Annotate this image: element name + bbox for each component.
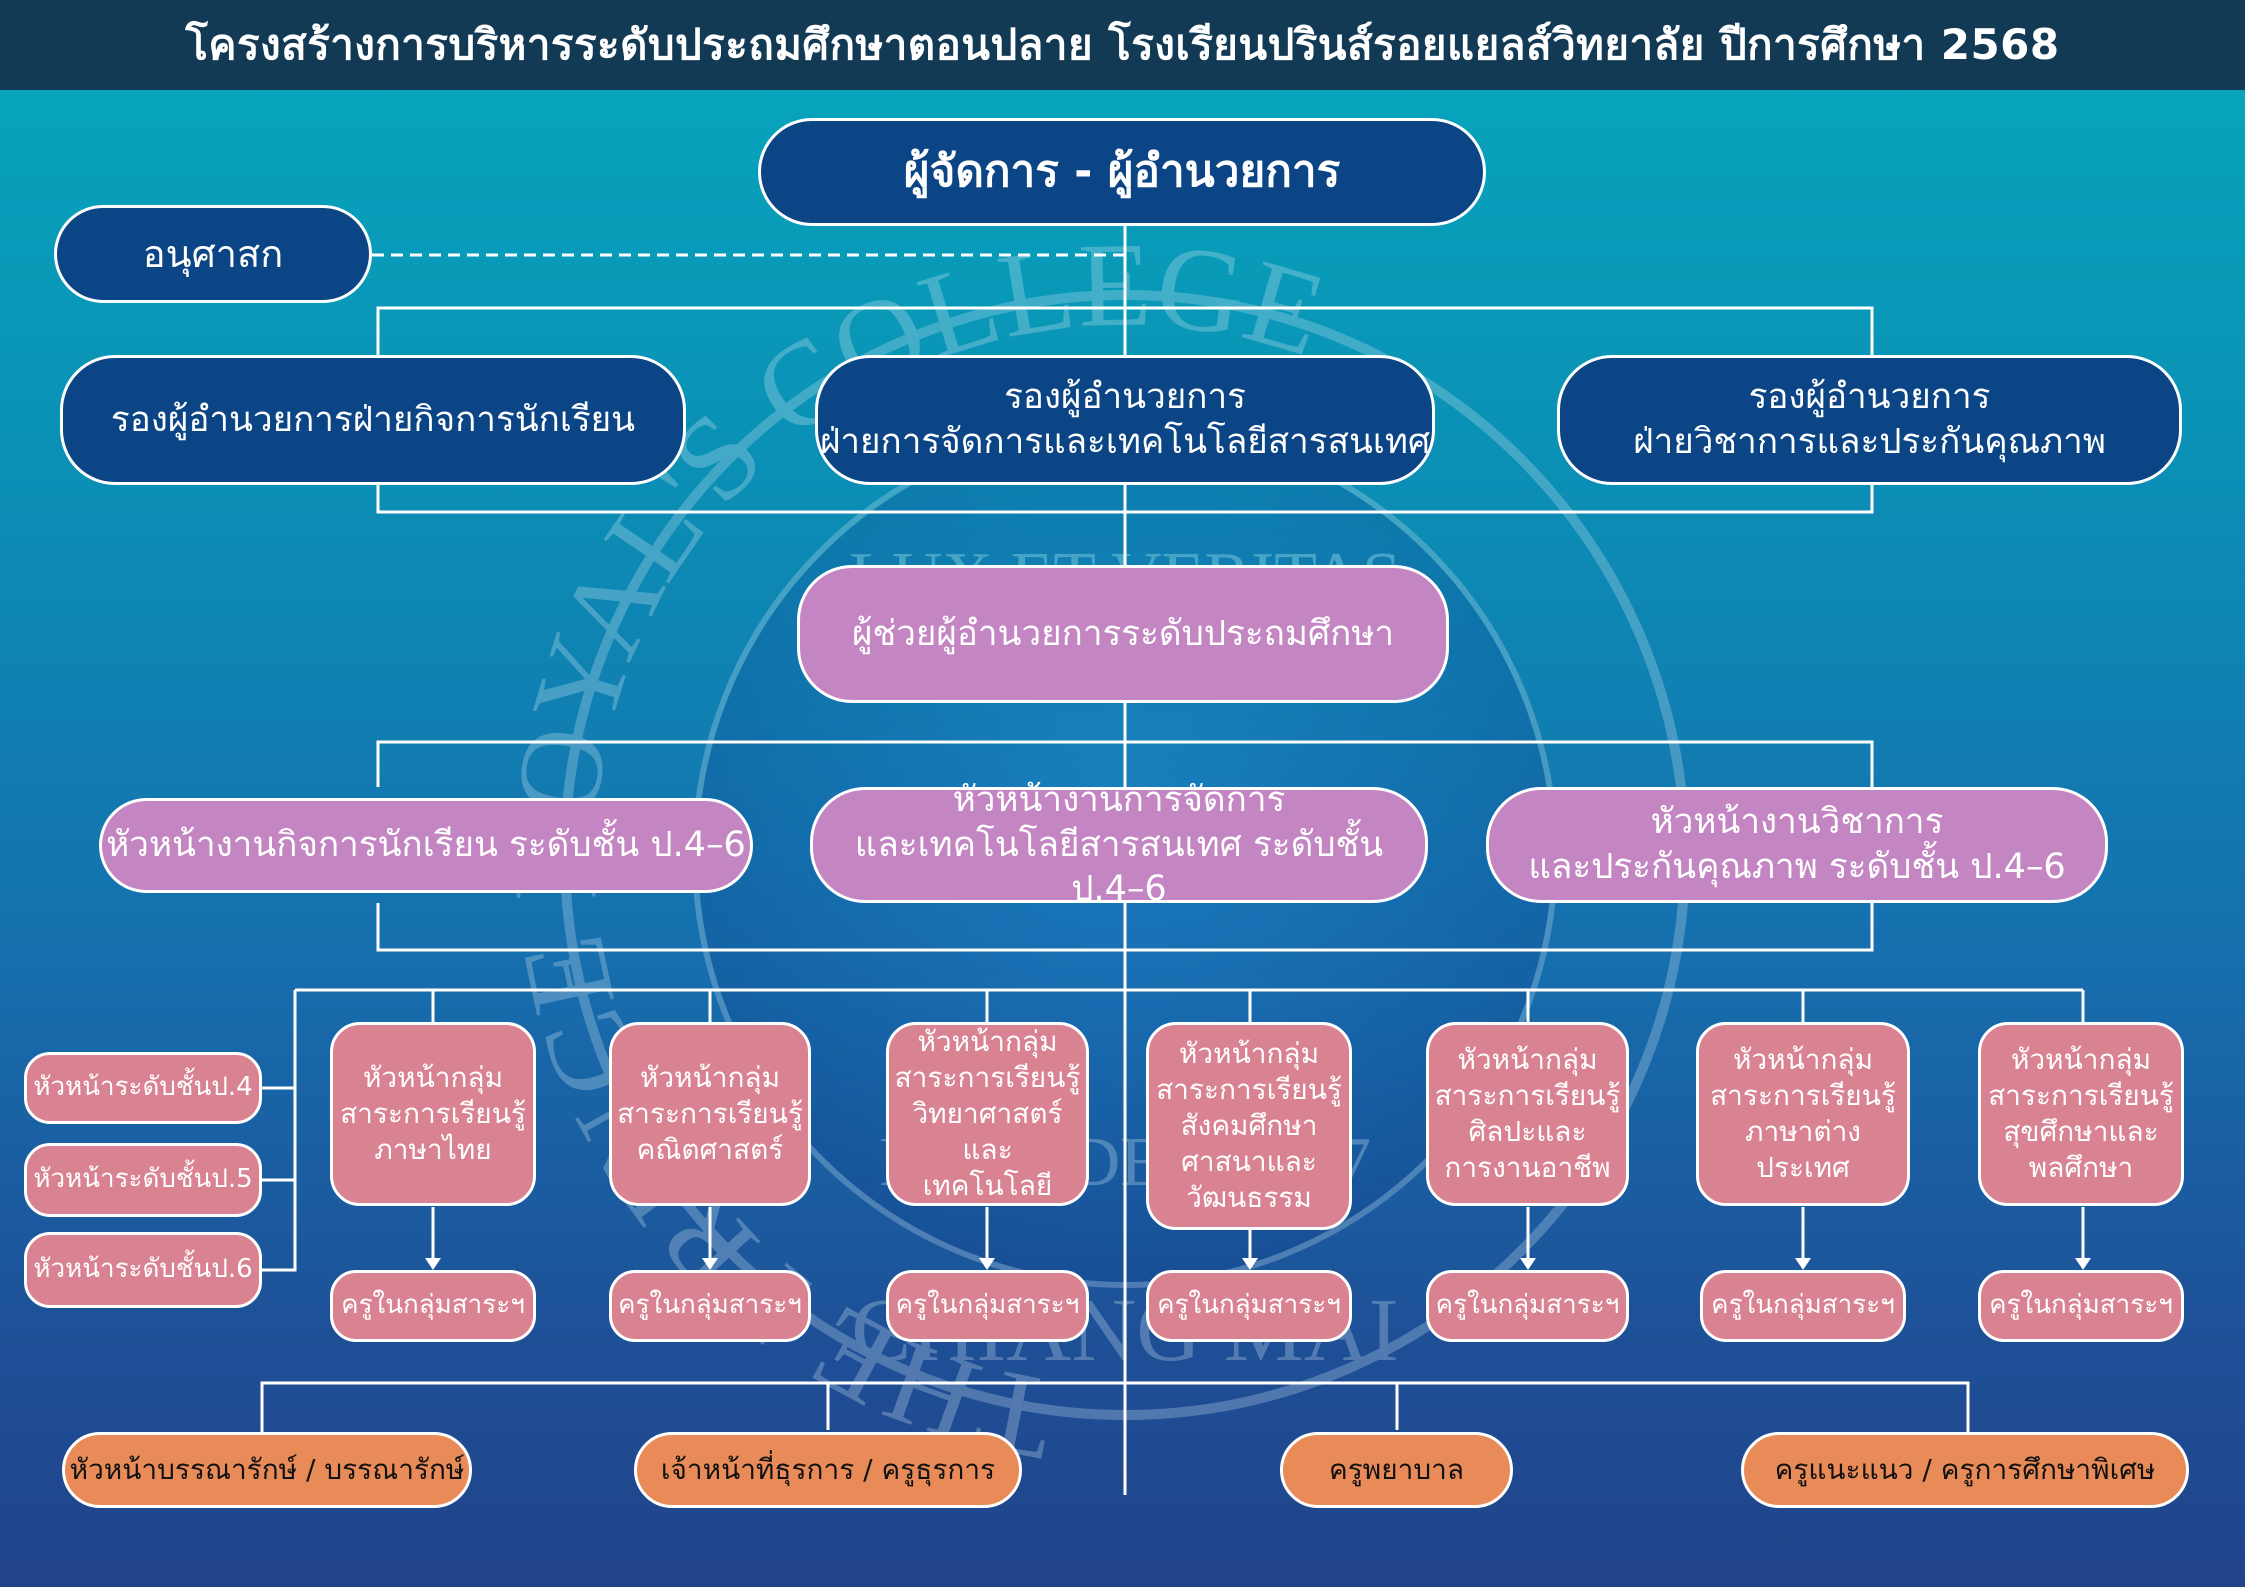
deputy-academic-line1: รองผู้อำนวยการ	[1748, 377, 1991, 418]
deputy-academic-line2: ฝ่ายวิชาการและประกันคุณภาพ	[1633, 422, 2106, 462]
deputy-student-affairs-box: รองผู้อำนวยการฝ่ายกิจการนักเรียน	[60, 355, 686, 485]
teachers-math-box: ครูในกลุ่มสาระฯ	[609, 1270, 811, 1342]
subject-social-line1: หัวหน้ากลุ่ม	[1178, 1037, 1320, 1071]
chaplain-box: อนุศาสก	[54, 205, 372, 303]
teachers-math-label: ครูในกลุ่มสาระฯ	[618, 1290, 802, 1321]
teachers-thai-box: ครูในกลุ่มสาระฯ	[330, 1270, 536, 1342]
subject-foreign-language-box: หัวหน้ากลุ่ม สาระการเรียนรู้ ภาษาต่างประ…	[1696, 1022, 1910, 1206]
assistant-director-label: ผู้ช่วยผู้อำนวยการระดับประถมศึกษา	[851, 613, 1395, 654]
subject-arts-line2: สาระการเรียนรู้	[1434, 1079, 1621, 1113]
teachers-thai-label: ครูในกลุ่มสาระฯ	[341, 1290, 525, 1321]
grade-head-p4-box: หัวหน้าระดับชั้นป.4	[24, 1052, 262, 1124]
subject-science-line3: วิทยาศาสตร์และ	[912, 1097, 1063, 1166]
subject-arts-line1: หัวหน้ากลุ่ม	[1457, 1043, 1598, 1077]
title-bar: โครงสร้างการบริหารระดับประถมศึกษาตอนปลาย…	[0, 0, 2245, 90]
deputy-student-affairs-label: รองผู้อำนวยการฝ่ายกิจการนักเรียน	[110, 399, 636, 440]
subject-science-line1: หัวหน้ากลุ่ม	[917, 1025, 1058, 1059]
subject-math-line1: หัวหน้ากลุ่ม	[639, 1061, 781, 1095]
subject-thai-line3: ภาษาไทย	[374, 1132, 492, 1166]
teachers-social-label: ครูในกลุ่มสาระฯ	[1157, 1290, 1341, 1321]
teachers-foreign-language-box: ครูในกลุ่มสาระฯ	[1700, 1270, 1906, 1342]
head-management-line1: หัวหน้างานการจัดการ	[952, 779, 1286, 820]
nurse-label: ครูพยาบาล	[1328, 1453, 1464, 1487]
head-academic-line2: และประกันคุณภาพ ระดับชั้น ป.4–6	[1528, 847, 2066, 887]
page-title: โครงสร้างการบริหารระดับประถมศึกษาตอนปลาย…	[185, 20, 2060, 69]
counselor-box: ครูแนะแนว / ครูการศึกษาพิเศษ	[1741, 1432, 2189, 1508]
teachers-arts-label: ครูในกลุ่มสาระฯ	[1435, 1290, 1620, 1321]
subject-social-line4: ศาสนาและ	[1181, 1144, 1317, 1178]
head-management-line2: และเทคโนโลยีสารสนเทศ ระดับชั้น ป.4–6	[854, 824, 1384, 910]
subject-science-box: หัวหน้ากลุ่ม สาระการเรียนรู้ วิทยาศาสตร์…	[886, 1022, 1089, 1206]
head-management-box: หัวหน้างานการจัดการ และเทคโนโลยีสารสนเทศ…	[810, 780, 1428, 909]
director-box: ผู้จัดการ - ผู้อำนวยการ	[758, 118, 1486, 226]
subject-health-pe-box: หัวหน้ากลุ่ม สาระการเรียนรู้ สุขศึกษาและ…	[1978, 1022, 2184, 1206]
teachers-science-box: ครูในกลุ่มสาระฯ	[886, 1270, 1089, 1342]
subject-social-line2: สาระการเรียนรู้	[1156, 1073, 1342, 1107]
subject-math-box: หัวหน้ากลุ่ม สาระการเรียนรู้ คณิตศาสตร์	[609, 1022, 811, 1206]
director-label: ผู้จัดการ - ผู้อำนวยการ	[903, 145, 1341, 197]
admin-staff-label: เจ้าหน้าที่ธุรการ / ครูธุรการ	[660, 1453, 996, 1487]
grade-head-p6-label: หัวหน้าระดับชั้นป.6	[33, 1254, 253, 1285]
subject-math-line2: สาระการเรียนรู้	[617, 1097, 803, 1131]
nurse-box: ครูพยาบาล	[1280, 1432, 1513, 1508]
deputy-academic-box: รองผู้อำนวยการ ฝ่ายวิชาการและประกันคุณภา…	[1557, 355, 2182, 485]
librarian-label: หัวหน้าบรรณารักษ์ / บรรณารักษ์	[69, 1453, 465, 1487]
teachers-science-label: ครูในกลุ่มสาระฯ	[895, 1290, 1080, 1321]
grade-head-p6-box: หัวหน้าระดับชั้นป.6	[24, 1232, 262, 1308]
subject-thai-line1: หัวหน้ากลุ่ม	[362, 1061, 504, 1095]
subject-arts-line4: การงานอาชีพ	[1444, 1150, 1611, 1184]
chaplain-label: อนุศาสก	[142, 231, 284, 276]
head-academic-line1: หัวหน้างานวิชาการ	[1650, 802, 1944, 843]
head-student-affairs-box: หัวหน้างานกิจการนักเรียน ระดับชั้น ป.4–6	[99, 798, 753, 893]
head-academic-box: หัวหน้างานวิชาการ และประกันคุณภาพ ระดับช…	[1486, 787, 2108, 903]
subject-health-pe-line4: พลศึกษา	[2028, 1150, 2134, 1184]
subject-health-pe-line1: หัวหน้ากลุ่ม	[2010, 1043, 2152, 1077]
teachers-arts-box: ครูในกลุ่มสาระฯ	[1426, 1270, 1629, 1342]
subject-arts-line3: ศิลปะและ	[1468, 1115, 1587, 1148]
grade-head-p5-label: หัวหน้าระดับชั้นป.5	[33, 1164, 253, 1195]
teachers-foreign-language-label: ครูในกลุ่มสาระฯ	[1711, 1290, 1895, 1321]
deputy-management-line1: รองผู้อำนวยการ	[1004, 377, 1246, 418]
subject-health-pe-line2: สาระการเรียนรู้	[1988, 1079, 2174, 1113]
subject-social-line5: วัฒนธรรม	[1186, 1180, 1312, 1214]
head-student-affairs-label: หัวหน้างานกิจการนักเรียน ระดับชั้น ป.4–6	[106, 825, 746, 866]
subject-science-line2: สาระการเรียนรู้	[894, 1061, 1081, 1095]
teachers-social-box: ครูในกลุ่มสาระฯ	[1146, 1270, 1352, 1342]
subject-math-line3: คณิตศาสตร์	[636, 1132, 784, 1166]
deputy-management-box: รองผู้อำนวยการ ฝ่ายการจัดการและเทคโนโลยี…	[815, 355, 1435, 485]
subject-thai-box: หัวหน้ากลุ่ม สาระการเรียนรู้ ภาษาไทย	[330, 1022, 536, 1206]
teachers-health-pe-box: ครูในกลุ่มสาระฯ	[1978, 1270, 2184, 1342]
subject-foreign-language-line2: สาระการเรียนรู้	[1710, 1079, 1896, 1113]
counselor-label: ครูแนะแนว / ครูการศึกษาพิเศษ	[1774, 1453, 2156, 1487]
subject-arts-box: หัวหน้ากลุ่ม สาระการเรียนรู้ ศิลปะและ กา…	[1426, 1022, 1629, 1206]
subject-thai-line2: สาระการเรียนรู้	[340, 1097, 526, 1131]
subject-health-pe-line3: สุขศึกษาและ	[2003, 1115, 2159, 1148]
assistant-director-box: ผู้ช่วยผู้อำนวยการระดับประถมศึกษา	[797, 565, 1449, 703]
grade-head-p5-box: หัวหน้าระดับชั้นป.5	[24, 1143, 262, 1217]
teachers-health-pe-label: ครูในกลุ่มสาระฯ	[1989, 1290, 2173, 1321]
subject-social-line3: สังคมศึกษา	[1180, 1109, 1318, 1143]
subject-social-box: หัวหน้ากลุ่ม สาระการเรียนรู้ สังคมศึกษา …	[1146, 1022, 1352, 1230]
subject-foreign-language-line3: ภาษาต่างประเทศ	[1745, 1115, 1861, 1184]
grade-head-p4-label: หัวหน้าระดับชั้นป.4	[33, 1072, 253, 1103]
librarian-box: หัวหน้าบรรณารักษ์ / บรรณารักษ์	[62, 1432, 472, 1508]
admin-staff-box: เจ้าหน้าที่ธุรการ / ครูธุรการ	[634, 1432, 1022, 1508]
deputy-management-line2: ฝ่ายการจัดการและเทคโนโลยีสารสนเทศ	[819, 422, 1431, 462]
subject-science-line4: เทคโนโลยี	[922, 1168, 1053, 1202]
subject-foreign-language-line1: หัวหน้ากลุ่ม	[1732, 1043, 1874, 1077]
